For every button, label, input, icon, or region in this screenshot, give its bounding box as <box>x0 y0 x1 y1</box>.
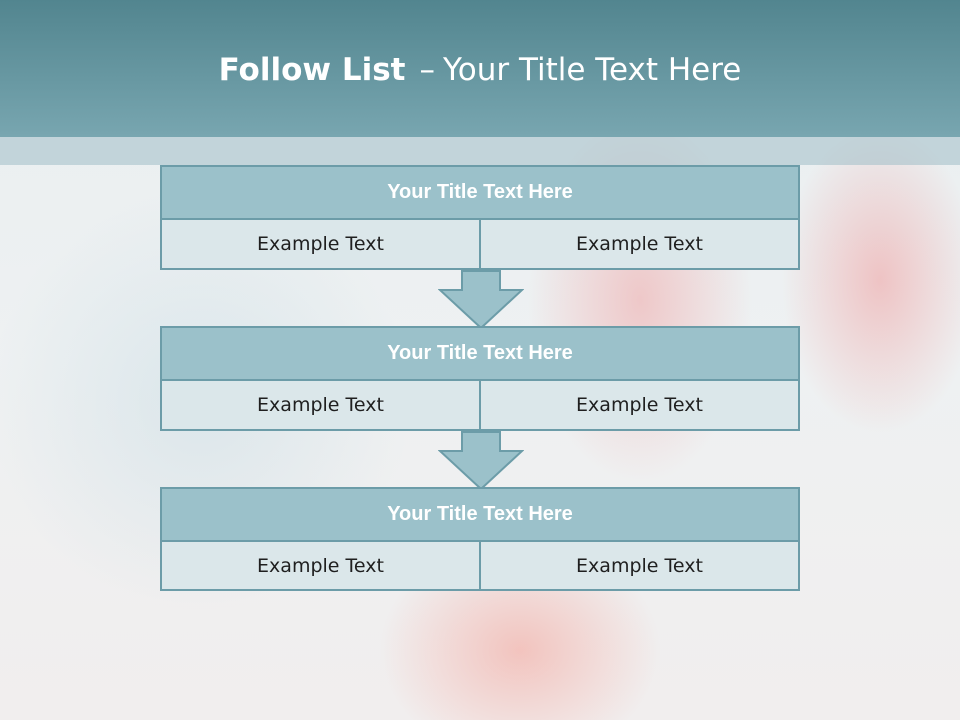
block-cell-right: Example Text <box>481 220 800 270</box>
title-rest: Your Title Text Here <box>442 52 742 88</box>
block-cell-left: Example Text <box>160 220 481 270</box>
block-title: Your Title Text Here <box>160 487 800 542</box>
block-row: Example Text Example Text <box>160 220 800 270</box>
block-cell-right: Example Text <box>481 381 800 431</box>
block-row: Example Text Example Text <box>160 381 800 431</box>
block-row: Example Text Example Text <box>160 542 800 591</box>
down-arrow-icon <box>438 270 524 330</box>
block-title: Your Title Text Here <box>160 326 800 381</box>
list-block-1: Your Title Text Here Example Text Exampl… <box>160 165 800 270</box>
list-block-3: Your Title Text Here Example Text Exampl… <box>160 487 800 591</box>
slide-title: Follow List–Your Title Text Here <box>0 52 960 88</box>
header-bar <box>0 0 960 137</box>
header-strip <box>0 137 960 165</box>
list-block-2: Your Title Text Here Example Text Exampl… <box>160 326 800 431</box>
block-cell-left: Example Text <box>160 542 481 591</box>
down-arrow-icon <box>438 431 524 491</box>
block-title: Your Title Text Here <box>160 165 800 220</box>
block-cell-right: Example Text <box>481 542 800 591</box>
block-cell-left: Example Text <box>160 381 481 431</box>
title-separator: – <box>419 52 435 88</box>
title-bold: Follow List <box>218 52 406 88</box>
